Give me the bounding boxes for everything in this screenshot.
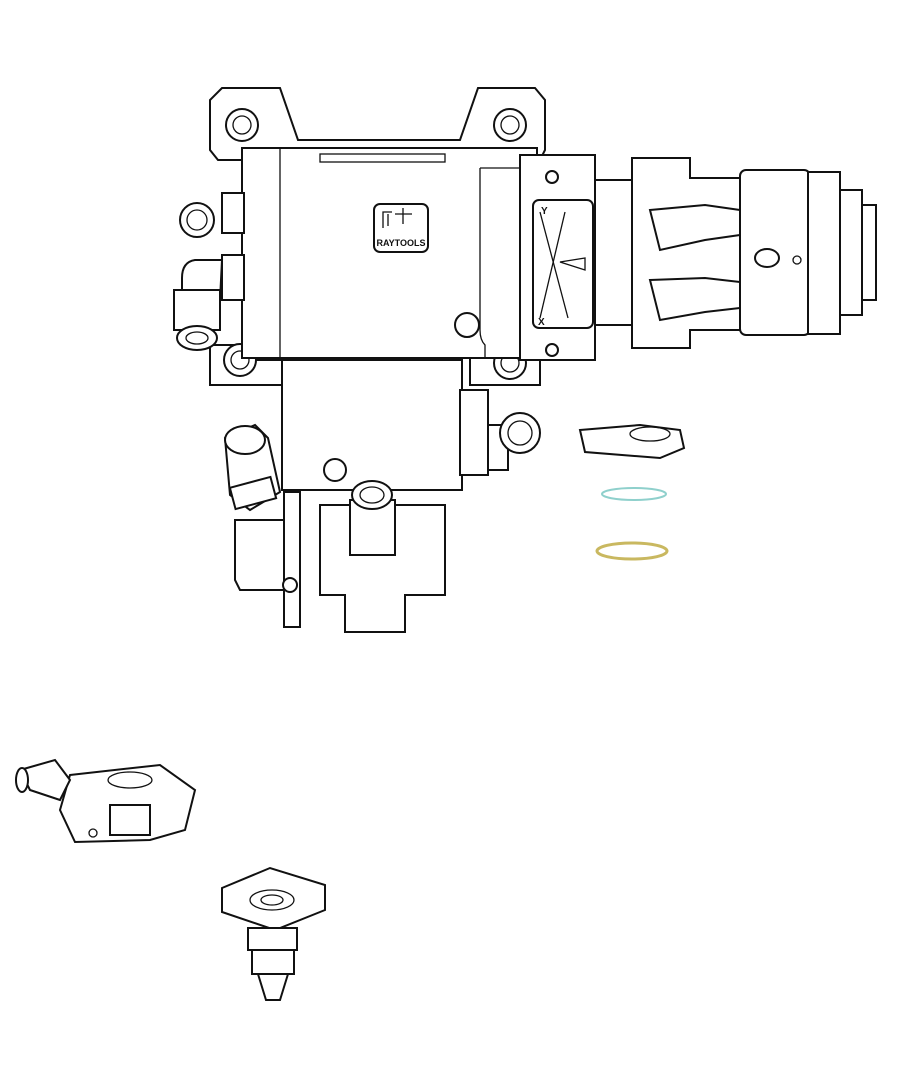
lower-body [223,359,541,633]
left-fittings [173,192,245,351]
lens-clamp [578,423,686,460]
main-body: RAYTOOLS [241,147,538,359]
seal-ring [595,541,669,561]
xy-adjustment-block: Y X [519,154,596,361]
protective-lens [601,487,667,501]
svg-text:Y: Y [541,206,548,217]
collimator-assembly [594,157,877,349]
svg-text:RAYTOOLS: RAYTOOLS [376,238,425,248]
nozzle-mount-assembly [15,758,197,844]
svg-text:X: X [538,317,545,328]
nozzle-assembly [221,866,326,1001]
